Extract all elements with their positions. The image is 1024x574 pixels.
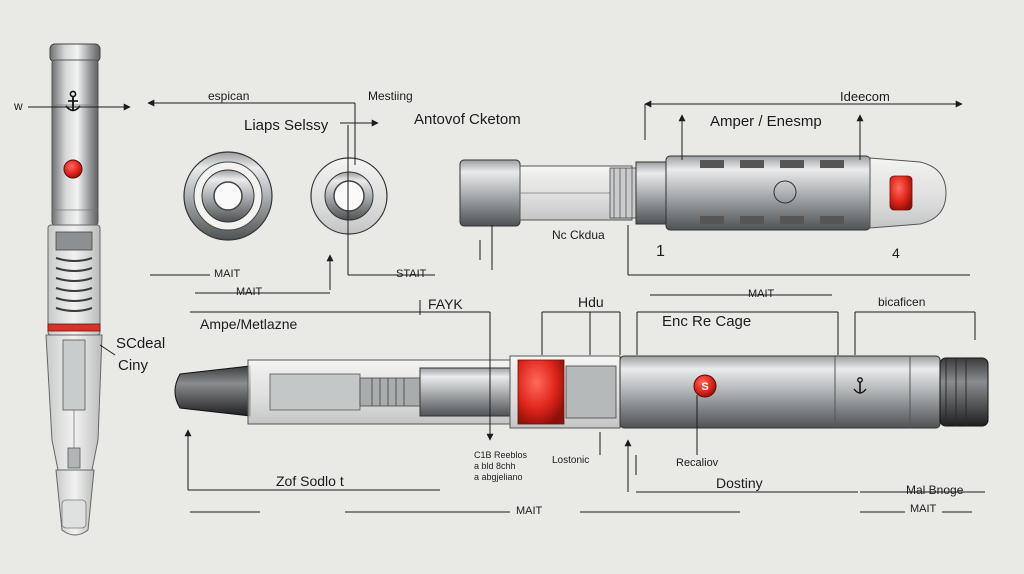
recaliov-label: Recaliov — [676, 457, 719, 469]
number-1-label: 1 — [656, 243, 665, 260]
top-cartridge — [459, 155, 947, 231]
scdeal-label: SCdeal — [116, 335, 166, 352]
mait-label-right: MAIT — [748, 288, 775, 300]
anchor-icon — [853, 377, 867, 394]
number-4-label: 4 — [892, 245, 900, 261]
note-line-2: a bld 8chh — [474, 461, 516, 471]
mait-label-bottom-right: MAIT — [910, 503, 937, 515]
hdu-label: Hdu — [578, 294, 604, 310]
stait-label: STAIT — [396, 268, 427, 280]
zof-sodlot-label: Zof Sodlo t — [276, 473, 344, 489]
liaps-selssy-label: Liaps Selssy — [244, 117, 329, 134]
enc-re-cage-label: Enc Re Cage — [662, 313, 752, 330]
bottom-pen — [174, 355, 989, 429]
dostiny-label: Dostiny — [716, 475, 763, 491]
mestiing-label: Mestiing — [368, 89, 413, 103]
w-mark-label: w — [14, 99, 23, 113]
ideecom-label: Ideecom — [840, 89, 890, 104]
s-logo-icon: S — [693, 374, 717, 398]
ampe-metlazne-label: Ampe/Metlazne — [200, 316, 298, 332]
amper-enesmp-label: Amper / Enesmp — [710, 113, 822, 130]
nc-ckdua-label: Nc Ckdua — [552, 228, 605, 242]
mait-label-bottom-center: MAIT — [516, 505, 543, 517]
callout-lines — [147, 99, 985, 513]
note-line-1: C1B Reeblos — [474, 450, 528, 460]
ring-part-left — [183, 151, 273, 241]
mait-label-b: MAIT — [236, 286, 263, 298]
mait-label-a: MAIT — [214, 268, 241, 280]
ciny-label: Ciny — [118, 357, 149, 374]
bicaficen-label: bicaficen — [878, 295, 926, 309]
espican-label: espican — [208, 89, 250, 103]
svg-text:S: S — [701, 381, 708, 393]
mal-bnoge-label: Mal Bnoge — [906, 483, 964, 497]
vertical-pen — [45, 43, 103, 536]
fayk-label: FAYK — [428, 296, 463, 312]
component-notes: C1B Reeblos a bld 8chh a abgjeliano — [474, 450, 527, 483]
antovof-cketom-label: Antovof Cketom — [414, 111, 521, 128]
note-line-3: a abgjeliano — [474, 472, 523, 482]
ring-part-right — [310, 157, 388, 235]
lostonic-label: Lostonic — [552, 455, 590, 466]
